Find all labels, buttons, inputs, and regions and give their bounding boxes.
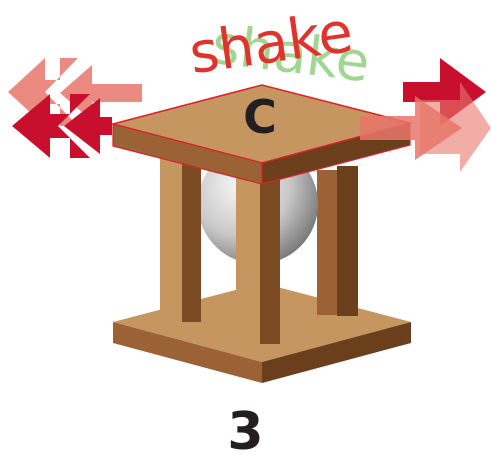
back-posts — [317, 166, 358, 316]
double-right-arrow-icon — [360, 58, 491, 172]
double-left-arrow-icon — [8, 58, 142, 158]
platform-label: C — [243, 90, 277, 144]
shake-text: shake shake — [185, 0, 373, 94]
panel-number: 3 — [227, 402, 264, 462]
front-posts — [160, 158, 280, 344]
